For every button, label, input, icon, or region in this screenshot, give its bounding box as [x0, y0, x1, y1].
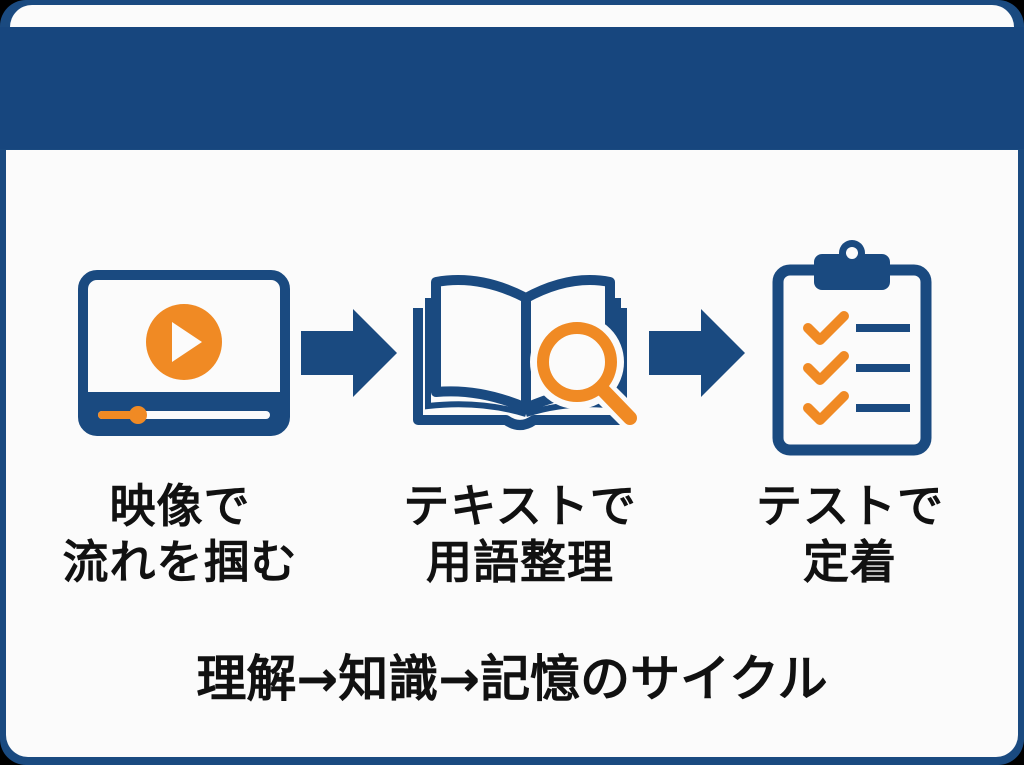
step-label-line1: 映像で — [109, 479, 251, 533]
step-label-line2: 定着 — [803, 535, 897, 589]
step-label-line1: テストで — [756, 479, 944, 533]
header-band — [0, 27, 1024, 149]
video-player-icon — [78, 270, 290, 436]
right-arrow-icon — [649, 309, 745, 397]
cycle-caption: 理解→知識→記憶のサイクル — [196, 650, 828, 708]
step-label-line2: 流れを掴む — [62, 535, 298, 589]
book-magnifier-icon — [413, 275, 644, 432]
step-label-line2: 用語整理 — [426, 535, 614, 589]
right-arrow-icon — [301, 309, 397, 397]
checklist-clipboard-icon — [772, 240, 932, 456]
top-strip — [10, 5, 1014, 27]
step-label-text: テキストで 用語整理 — [380, 478, 660, 590]
step-label-video: 映像で 流れを掴む — [40, 478, 320, 590]
step-label-test: テストで 定着 — [710, 478, 990, 590]
step-label-line1: テキストで — [403, 479, 637, 533]
